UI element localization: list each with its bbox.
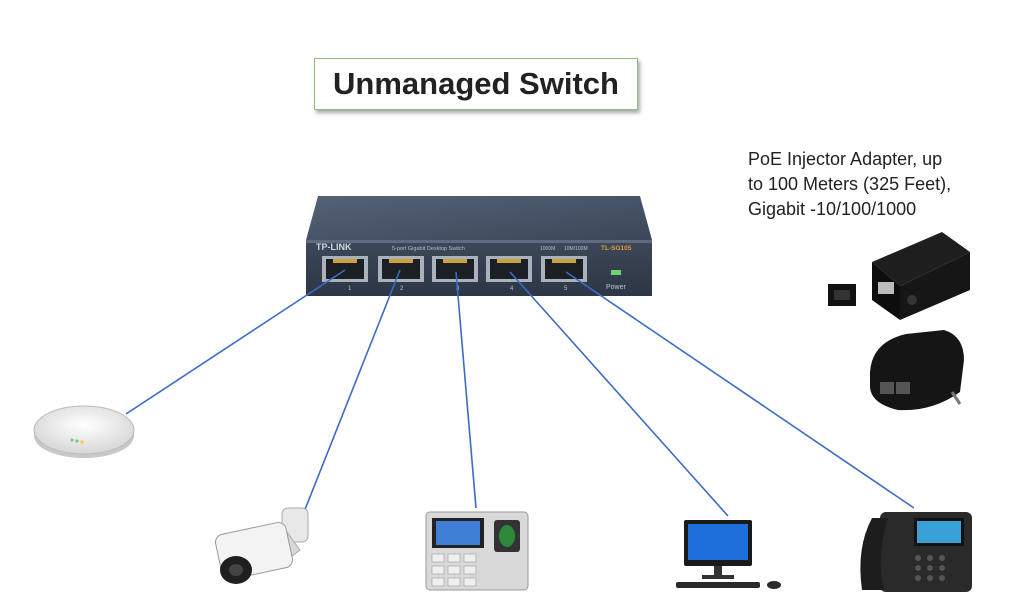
cable-port-4 <box>509 271 729 517</box>
port-label-5: 5 <box>564 286 568 292</box>
power-label: Power <box>606 284 627 291</box>
switch-subtitle: 5-port Gigabit Desktop Switch <box>392 246 465 252</box>
switch-port-5: 5 <box>541 256 587 292</box>
biometric-terminal <box>425 511 529 591</box>
diagram-title-box: Unmanaged Switch <box>314 58 638 110</box>
network-switch: TP-LINK 5-port Gigabit Desktop Switch 10… <box>306 196 652 296</box>
port-label-1: 1 <box>348 286 352 292</box>
cable-port-3 <box>455 271 477 509</box>
ethernet-cables <box>125 269 915 517</box>
poe-label-line-2: to 100 Meters (325 Feet), <box>748 174 952 194</box>
switch-top-panel <box>306 196 652 240</box>
poe-label-line-3: Gigabit -10/100/1000 <box>748 199 917 219</box>
ip-phone <box>860 512 972 592</box>
switch-speed-label-2: 10M/100M <box>564 246 588 252</box>
power-led <box>611 270 621 275</box>
port-label-4: 4 <box>510 286 514 292</box>
switch-model: TL-SG105 <box>601 245 632 252</box>
poe-injector <box>828 232 970 411</box>
access-point <box>33 405 135 458</box>
cable-port-2 <box>303 269 401 513</box>
cable-port-5 <box>565 271 915 509</box>
switch-port-1: 1 <box>322 256 368 292</box>
poe-power-adapter <box>870 330 964 411</box>
switch-port-3: 3 <box>432 256 478 292</box>
diagram-title: Unmanaged Switch <box>333 66 619 101</box>
switch-port-4: 4 <box>486 256 532 292</box>
poe-injector-label: PoE Injector Adapter, up to 100 Meters (… <box>748 147 1018 222</box>
switch-port-2: 2 <box>378 256 424 292</box>
poe-injector-top <box>872 232 970 286</box>
port-label-2: 2 <box>400 286 404 292</box>
cable-port-1 <box>125 269 346 415</box>
switch-speed-label: 1000M <box>540 246 555 252</box>
poe-label-line-1: PoE Injector Adapter, up <box>748 149 943 169</box>
switch-brand: TP-LINK <box>316 242 352 252</box>
desktop-computer <box>676 520 781 589</box>
ip-camera <box>214 507 309 584</box>
